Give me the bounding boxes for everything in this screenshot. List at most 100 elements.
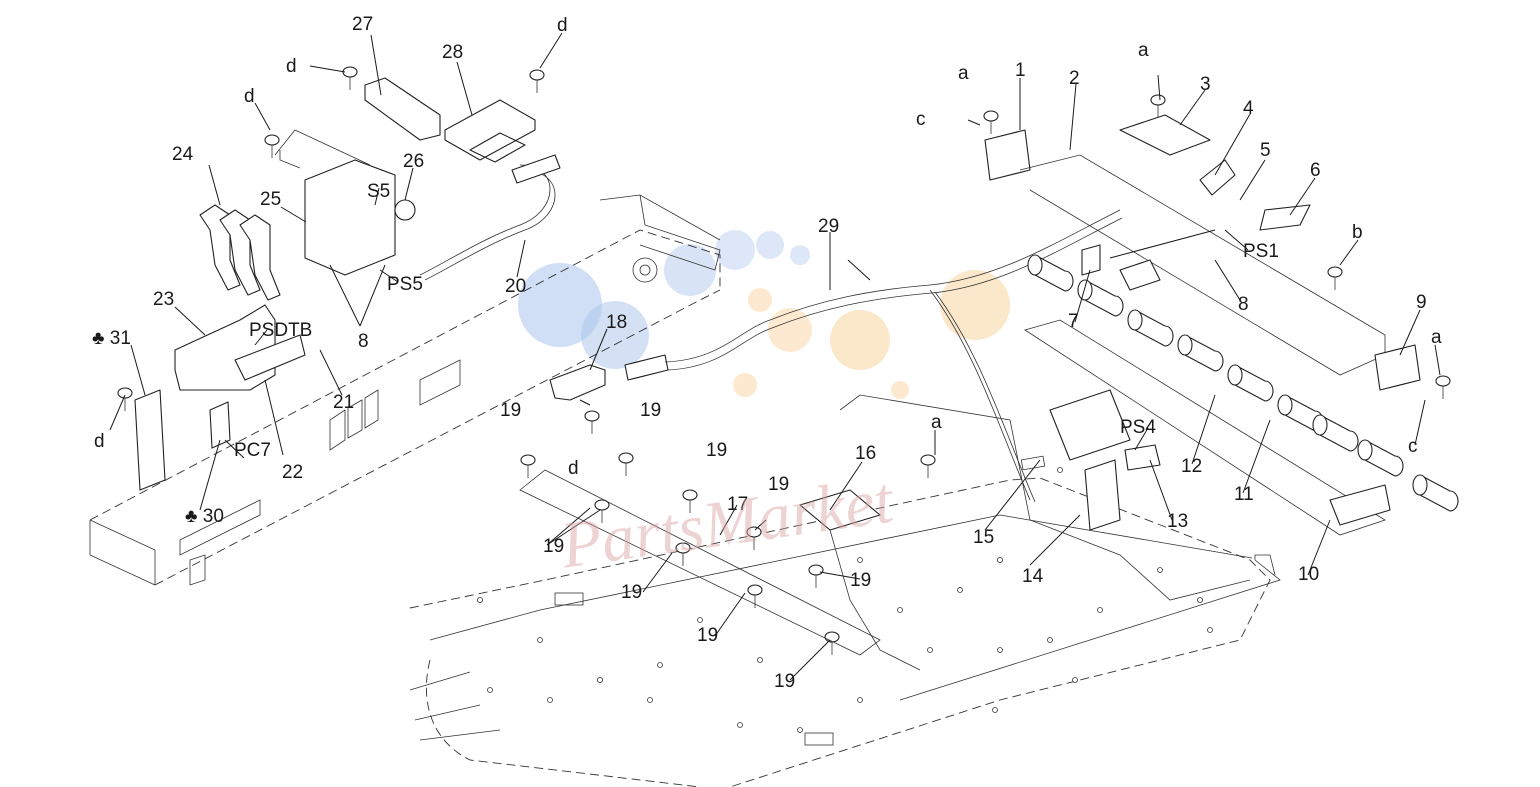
screw-icon	[1435, 375, 1451, 387]
mounting-hole	[1097, 607, 1103, 613]
callout-c: c	[916, 109, 926, 130]
part-20-harness	[419, 164, 556, 281]
screw-icon	[342, 66, 358, 78]
part-28-bracket	[444, 99, 536, 163]
screws	[117, 66, 1451, 655]
callout-18: 18	[606, 312, 627, 333]
part-24-actuators	[199, 204, 281, 301]
mounting-hole	[957, 587, 963, 593]
part-9-bracket	[1374, 344, 1421, 391]
mounting-hole	[487, 687, 493, 693]
roller-end	[1412, 474, 1428, 496]
right-assembly	[984, 114, 1421, 536]
mounting-hole	[897, 607, 903, 613]
callout-15: 15	[973, 527, 994, 548]
mounting-hole	[477, 597, 483, 603]
callout-d: d	[568, 458, 579, 479]
callout-19: 19	[697, 625, 718, 646]
callout-16: 16	[855, 443, 876, 464]
part-14-flag	[1084, 459, 1121, 531]
callout-a: a	[1431, 327, 1442, 348]
mounting-hole	[927, 647, 933, 653]
callout-7: 7	[1068, 311, 1079, 332]
roller-icon	[1319, 414, 1359, 452]
callout-1: 1	[1015, 60, 1026, 81]
part-16-plate	[799, 489, 881, 531]
roller-end	[1312, 414, 1328, 436]
callout-10: 10	[1298, 564, 1319, 585]
part-20-connector	[511, 154, 561, 184]
callout-19: 19	[640, 400, 661, 421]
watermark-logo	[518, 230, 1010, 399]
callout-28: 28	[442, 42, 463, 63]
callout-3: 3	[1200, 74, 1211, 95]
callout-17: 17	[727, 494, 748, 515]
part-1-bracket	[984, 129, 1031, 181]
screw-icon	[529, 69, 545, 81]
part-31-bracket	[134, 389, 166, 491]
callout-ps5: PS5	[387, 274, 423, 295]
callout-30: ♣ 30	[185, 506, 224, 527]
roller-end	[1077, 279, 1093, 301]
part-30-sensor	[209, 401, 231, 449]
part-4-lever	[1199, 159, 1236, 196]
callout-6: 6	[1310, 160, 1321, 181]
callout-4: 4	[1243, 98, 1254, 119]
part-26-sensor	[394, 199, 416, 221]
mounting-hole	[647, 697, 653, 703]
mounting-hole	[697, 617, 703, 623]
callout-8: 8	[1238, 294, 1249, 315]
callout-d: d	[286, 56, 297, 77]
callout-8: 8	[358, 331, 369, 352]
mounting-hole	[1047, 637, 1053, 643]
part-10-shaft-end	[1329, 484, 1391, 526]
left-frame	[89, 194, 721, 586]
callout-19: 19	[768, 474, 789, 495]
watermark-text: PartsMarket	[556, 464, 899, 583]
mounting-hole	[537, 637, 543, 643]
screw-icon	[264, 134, 280, 146]
roller-end	[1227, 364, 1243, 386]
mounting-hole	[547, 697, 553, 703]
mounting-hole	[797, 727, 803, 733]
callout-11: 11	[1234, 484, 1254, 505]
roller-icon	[1034, 254, 1074, 292]
callout-21: 21	[333, 392, 354, 413]
screw-icon	[747, 584, 763, 596]
roller-end	[1357, 439, 1373, 461]
callout-c: c	[1408, 436, 1418, 457]
part-17-plate	[519, 469, 881, 656]
part-3-plate	[1119, 114, 1211, 156]
callout-14: 14	[1022, 566, 1044, 587]
mounting-hole	[1157, 567, 1163, 573]
mounting-hole	[1072, 677, 1078, 683]
part-18-bracket	[549, 364, 606, 401]
callout-29: 29	[818, 216, 839, 237]
leader-lines	[109, 32, 1441, 681]
part-7-roller	[1081, 244, 1101, 276]
callout-19: 19	[774, 671, 795, 692]
roller-icon	[1234, 364, 1274, 402]
screw-icon	[1150, 94, 1166, 106]
part-22-bracket	[234, 334, 306, 381]
screw-icon	[520, 454, 536, 466]
callout-26: 26	[403, 151, 424, 172]
callout-pc7: PC7	[234, 440, 271, 461]
callout-25: 25	[260, 189, 281, 210]
callout-19: 19	[850, 570, 871, 591]
callout-ps1: PS1	[1243, 241, 1279, 262]
roller-icon	[1084, 279, 1124, 317]
mounting-hole	[857, 697, 863, 703]
roller-icon	[1184, 334, 1224, 372]
screw-icon	[117, 387, 133, 399]
callout-d: d	[557, 15, 568, 36]
callout-27: 27	[352, 14, 373, 35]
screw-icon	[920, 454, 936, 466]
mounting-hole	[1197, 597, 1203, 603]
callout-b: b	[1352, 222, 1363, 243]
mounting-hole	[657, 662, 663, 668]
roller-icon	[1134, 309, 1174, 347]
callout-psdtb: PSDTB	[249, 320, 312, 341]
callout-9: 9	[1416, 292, 1427, 313]
callout-a: a	[1138, 40, 1149, 61]
